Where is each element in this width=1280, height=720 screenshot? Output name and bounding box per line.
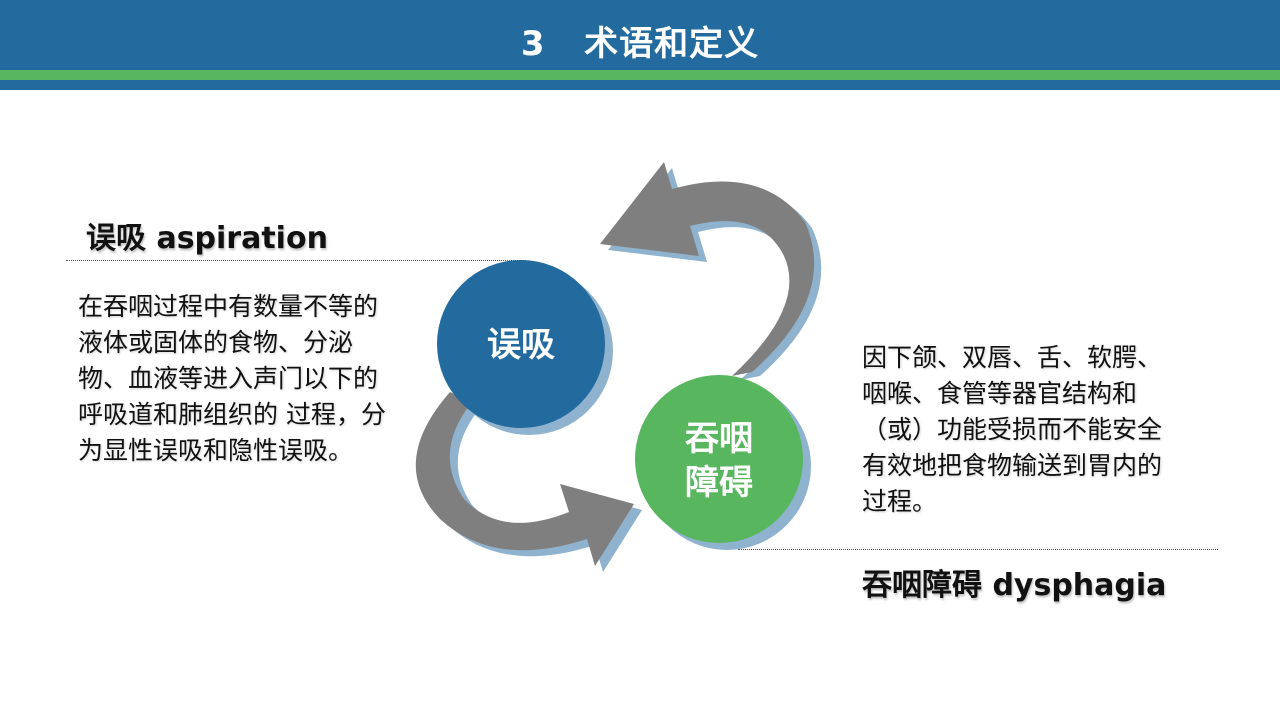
upper-arrow bbox=[600, 162, 815, 376]
lower-arrow bbox=[415, 392, 634, 566]
dysphagia-circle-label-line1: 吞咽 bbox=[685, 419, 753, 459]
dysphagia-circle-label-line2: 障碍 bbox=[685, 463, 753, 503]
header-stripe bbox=[0, 70, 1280, 80]
right-divider bbox=[738, 549, 1218, 550]
aspiration-circle-label: 误吸 bbox=[487, 325, 555, 365]
aspiration-definition: 在吞咽过程中有数量不等的液体或固体的食物、分泌物、血液等进入声门以下的呼吸道和肺… bbox=[78, 292, 386, 465]
aspiration-circle bbox=[437, 260, 605, 428]
left-divider bbox=[66, 260, 526, 261]
aspiration-heading: 误吸 aspiration bbox=[86, 221, 328, 256]
dysphagia-definition: 因下颌、双唇、舌、软腭、咽喉、食管等器官结构和（或）功能受损而不能安全有效地把食… bbox=[862, 343, 1163, 516]
dysphagia-circle bbox=[635, 375, 803, 543]
header-bar: 3 术语和定义 bbox=[0, 0, 1280, 90]
page-title: 3 术语和定义 bbox=[520, 24, 760, 64]
dysphagia-heading: 吞咽障碍 dysphagia bbox=[862, 568, 1167, 603]
